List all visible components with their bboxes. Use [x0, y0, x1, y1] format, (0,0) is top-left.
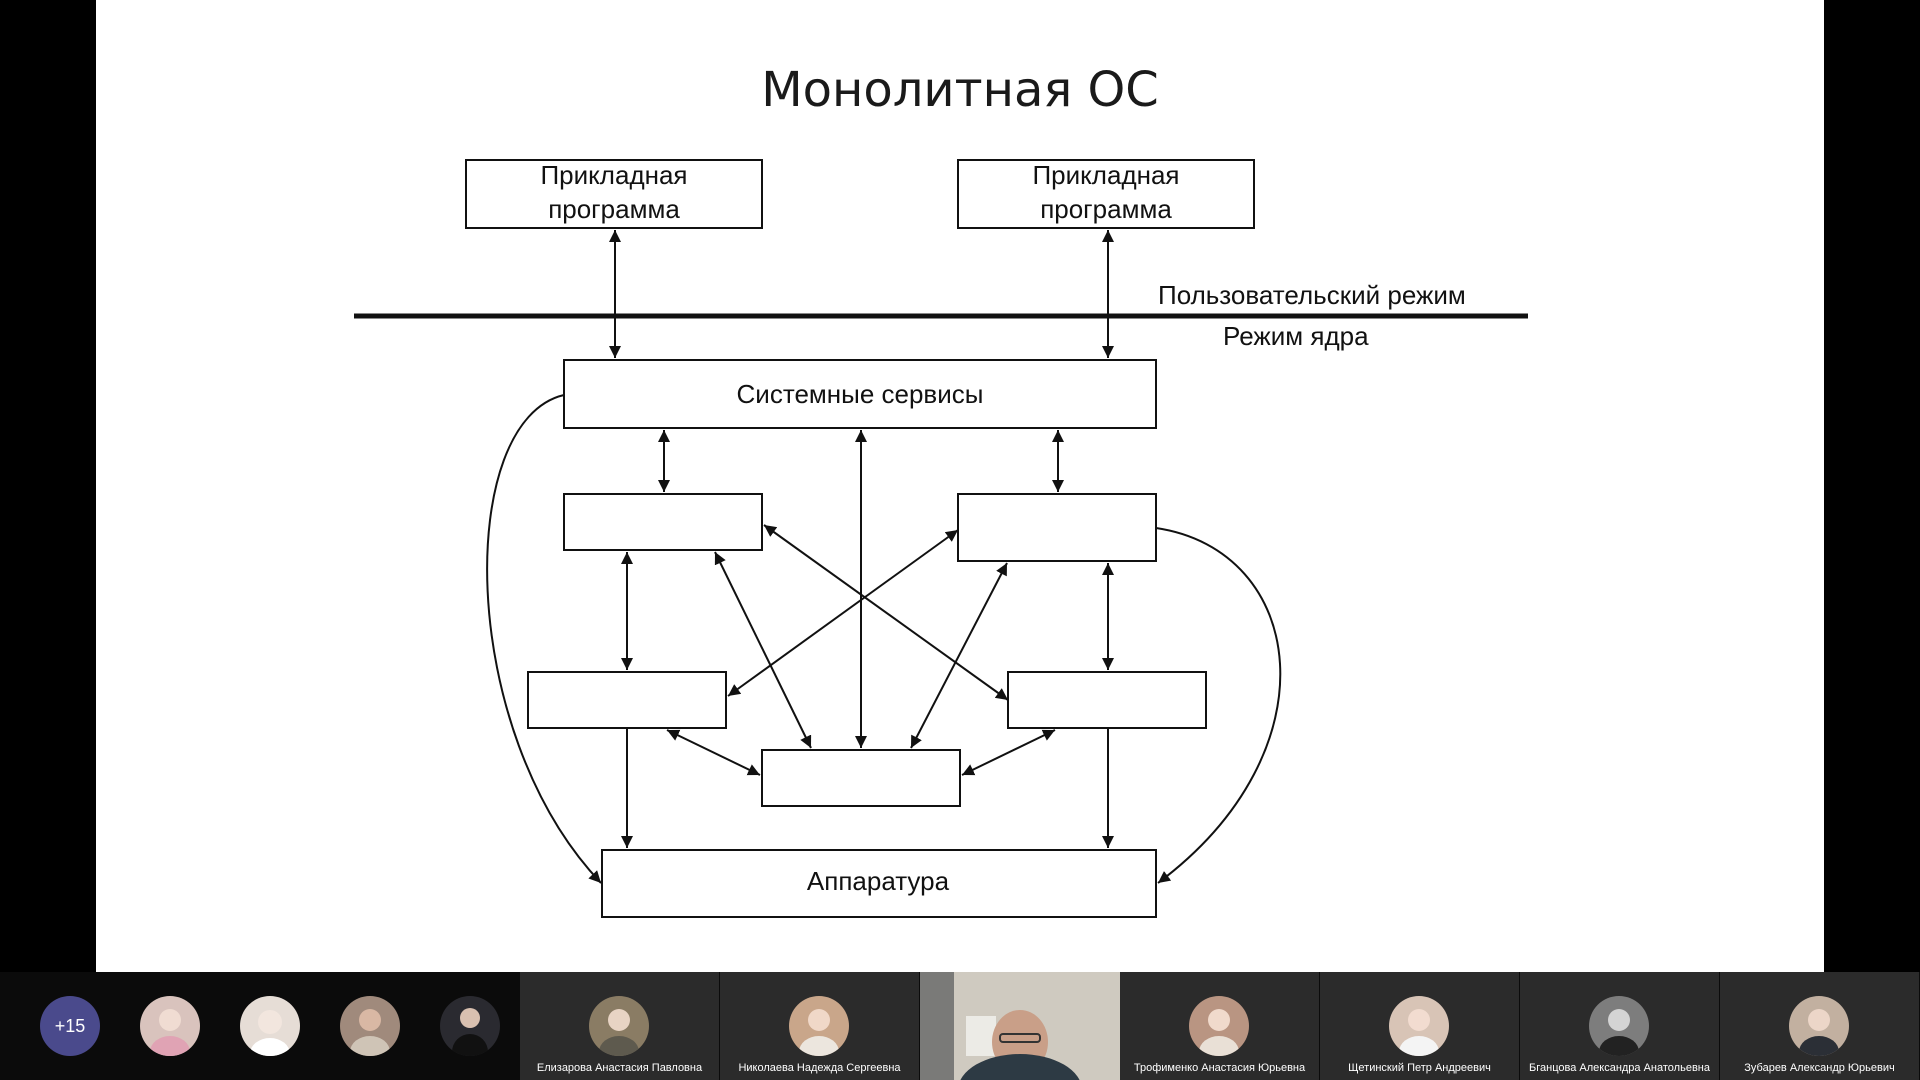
shared-slide: Монолитная ОС — [96, 0, 1824, 972]
participant-name: Бганцова Александра Анатольевна — [1529, 1062, 1710, 1074]
app-box-left — [465, 159, 763, 229]
more-participants-button[interactable]: +15 — [40, 996, 100, 1056]
arrow-top-left-bottom-center — [714, 551, 812, 749]
app-left-label-line2: программа — [548, 194, 680, 224]
app-left-label-line1: Прикладная — [540, 160, 687, 190]
system-services-box — [563, 359, 1157, 429]
hardware-box — [601, 849, 1157, 918]
module-bottom-center — [761, 749, 961, 807]
participant-name: Зубарев Александр Юрьевич — [1744, 1062, 1895, 1074]
person-icon — [1189, 996, 1249, 1056]
avatar — [1589, 996, 1649, 1056]
arrow-mid-right-bottom-center — [961, 729, 1056, 776]
person-icon — [1589, 996, 1649, 1056]
person-icon — [589, 996, 649, 1056]
app-box-right — [957, 159, 1255, 229]
curve-services-hardware — [486, 394, 602, 884]
person-icon — [340, 996, 400, 1056]
participant-name: Щетинский Петр Андреевич — [1348, 1062, 1491, 1074]
arrow-top-right-mid-left — [727, 529, 959, 697]
hardware-label: Аппаратура — [807, 866, 950, 896]
participant-tile[interactable]: Зубарев Александр Юрьевич — [1720, 972, 1919, 1080]
module-mid-left — [527, 671, 727, 729]
person-icon — [240, 996, 300, 1056]
user-mode-label: Пользовательский режим — [1158, 280, 1466, 310]
person-icon — [789, 996, 849, 1056]
participant-name: Николаева Надежда Сергеевна — [738, 1062, 901, 1074]
avatar[interactable] — [240, 996, 300, 1056]
participant-tile[interactable]: Николаева Надежда Сергеевна — [720, 972, 919, 1080]
avatar — [789, 996, 849, 1056]
participants-strip: +15 Елизарова Анастасия Павловна Николае… — [0, 972, 1920, 1080]
participant-name: Трофименко Анастасия Юрьевна — [1133, 1062, 1306, 1074]
curve-top-right-hardware — [1155, 527, 1282, 884]
app-right-label-line1: Прикладная — [1032, 160, 1179, 190]
speaker-video-tile[interactable] — [920, 972, 1120, 1080]
avatar — [1789, 996, 1849, 1056]
person-icon — [1389, 996, 1449, 1056]
person-icon — [140, 996, 200, 1056]
participant-tile[interactable]: Бганцова Александра Анатольевна — [1520, 972, 1719, 1080]
arrow-mid-left-bottom-center — [666, 729, 761, 776]
module-top-right — [957, 493, 1157, 562]
avatar — [1189, 996, 1249, 1056]
participant-tile[interactable]: Трофименко Анастасия Юрьевна — [1120, 972, 1319, 1080]
avatar[interactable] — [440, 996, 500, 1056]
avatar[interactable] — [140, 996, 200, 1056]
app-right-label-line2: программа — [1040, 194, 1172, 224]
avatar — [589, 996, 649, 1056]
avatar[interactable] — [340, 996, 400, 1056]
module-top-left — [563, 493, 763, 551]
module-mid-right — [1007, 671, 1207, 729]
person-icon — [1789, 996, 1849, 1056]
kernel-mode-label: Режим ядра — [1223, 321, 1369, 351]
person-icon — [440, 996, 500, 1056]
system-services-label: Системные сервисы — [737, 379, 984, 409]
speaker-video — [920, 972, 1120, 1080]
participant-tile[interactable]: Елизарова Анастасия Павловна — [520, 972, 719, 1080]
monolithic-os-diagram: Прикладная программа Прикладная программ… — [354, 159, 1528, 918]
arrow-top-right-bottom-center — [910, 562, 1008, 749]
slide-title: Монолитная ОС — [761, 62, 1159, 118]
avatar — [1389, 996, 1449, 1056]
participant-tile[interactable]: Щетинский Петр Андреевич — [1320, 972, 1519, 1080]
participant-name: Елизарова Анастасия Павловна — [536, 1062, 703, 1074]
